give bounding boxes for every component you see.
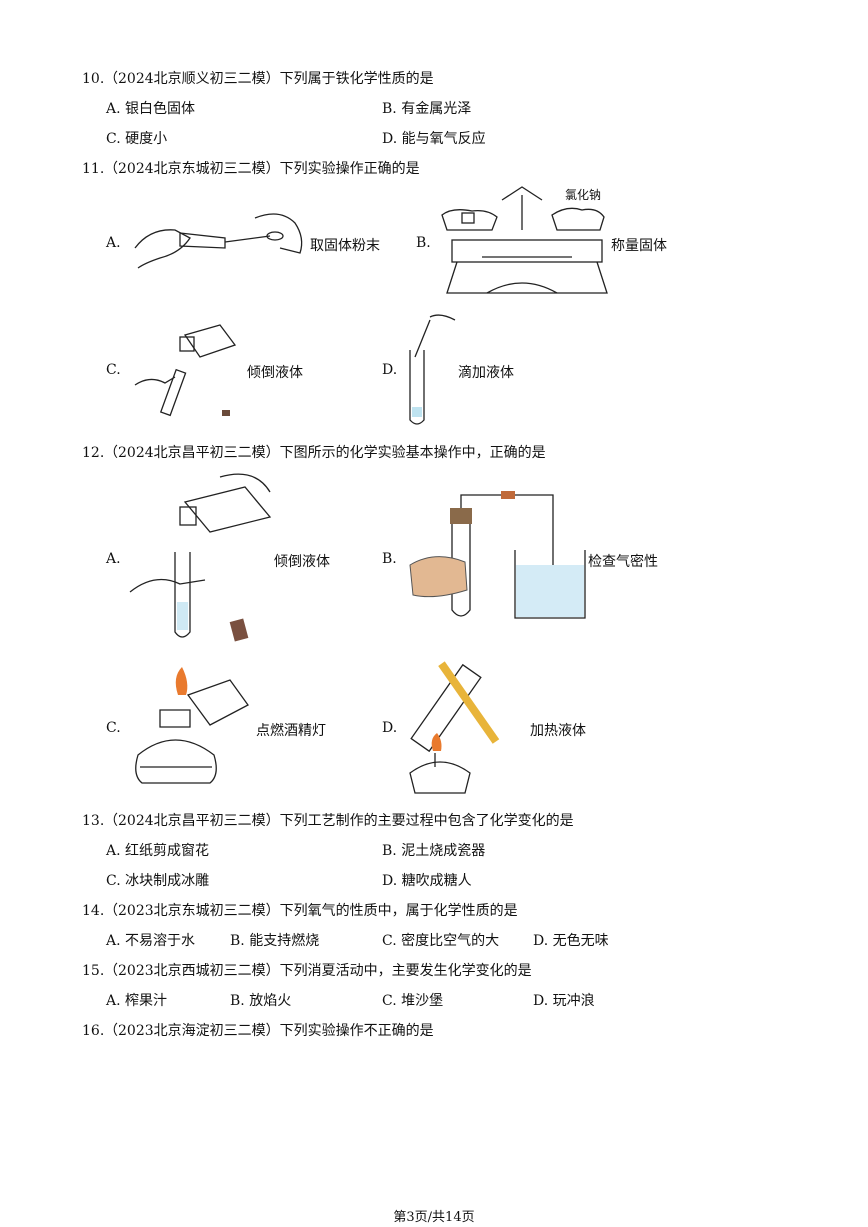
pour-liquid-illustration-2 xyxy=(129,473,272,642)
caption-12-b: 检查气密性 xyxy=(588,554,658,570)
option-10-c[interactable]: C. 硬度小 xyxy=(106,131,168,147)
question-13: 13.（2024北京昌平初三二模）下列工艺制作的主要过程中包含了化学变化的是 xyxy=(82,813,574,829)
option-11-b[interactable]: B. xyxy=(416,235,431,251)
question-14: 14.（2023北京东城初三二模）下列氧气的性质中，属于化学性质的是 xyxy=(82,903,518,919)
option-11-c[interactable]: C. xyxy=(106,362,121,378)
caption-11-a: 取固体粉末 xyxy=(310,238,380,254)
caption-12-a: 倾倒液体 xyxy=(274,554,330,570)
option-13-a[interactable]: A. 红纸剪成窗花 xyxy=(106,843,210,859)
option-15-b[interactable]: B. 放焰火 xyxy=(230,993,292,1009)
caption-12-d: 加热液体 xyxy=(530,723,586,739)
dropper-illustration xyxy=(409,314,456,425)
question-11: 11.（2024北京东城初三二模）下列实验操作正确的是 xyxy=(82,161,420,177)
balance-illustration xyxy=(441,186,608,294)
caption-11-d: 滴加液体 xyxy=(458,365,514,381)
page-footer: 第3页/共14页 xyxy=(393,1210,475,1225)
question-16: 16.（2023北京海淀初三二模）下列实验操作不正确的是 xyxy=(82,1023,434,1039)
option-15-d[interactable]: D. 玩冲浪 xyxy=(533,993,595,1009)
option-14-a[interactable]: A. 不易溶于水 xyxy=(106,933,196,949)
airtightness-check-illustration xyxy=(409,491,586,619)
option-14-b[interactable]: B. 能支持燃烧 xyxy=(230,933,320,949)
option-12-a[interactable]: A. xyxy=(106,551,121,567)
question-10: 10.（2024北京顺义初三二模）下列属于铁化学性质的是 xyxy=(82,71,434,87)
heat-liquid-illustration xyxy=(409,661,500,794)
option-11-a[interactable]: A. xyxy=(106,235,121,251)
option-12-c[interactable]: C. xyxy=(106,720,121,736)
option-12-b[interactable]: B. xyxy=(382,551,397,567)
pour-liquid-illustration xyxy=(134,324,237,417)
option-10-a[interactable]: A. 银白色固体 xyxy=(106,101,196,117)
lamp-lighting-illustration xyxy=(135,667,249,784)
option-15-c[interactable]: C. 堆沙堡 xyxy=(382,993,444,1009)
option-14-c[interactable]: C. 密度比空气的大 xyxy=(382,933,500,949)
question-15: 15.（2023北京西城初三二模）下列消夏活动中，主要发生化学变化的是 xyxy=(82,963,532,979)
caption-11-c: 倾倒液体 xyxy=(247,365,303,381)
option-10-d[interactable]: D. 能与氧气反应 xyxy=(382,131,486,147)
question-12: 12.（2024北京昌平初三二模）下图所示的化学实验基本操作中，正确的是 xyxy=(82,445,546,461)
option-15-a[interactable]: A. 榨果汁 xyxy=(106,993,168,1009)
option-14-d[interactable]: D. 无色无味 xyxy=(533,933,609,949)
option-13-b[interactable]: B. 泥土烧成瓷器 xyxy=(382,843,486,859)
figure-label-nacl: 氯化钠 xyxy=(565,188,602,202)
spoon-powder-illustration xyxy=(134,213,303,269)
option-11-d[interactable]: D. xyxy=(382,362,398,378)
caption-12-c: 点燃酒精灯 xyxy=(256,723,326,739)
option-10-b[interactable]: B. 有金属光泽 xyxy=(382,101,472,117)
option-13-d[interactable]: D. 糖吹成糖人 xyxy=(382,873,472,889)
option-13-c[interactable]: C. 冰块制成冰雕 xyxy=(106,873,210,889)
caption-11-b: 称量固体 xyxy=(611,238,667,254)
option-12-d[interactable]: D. xyxy=(382,720,398,736)
